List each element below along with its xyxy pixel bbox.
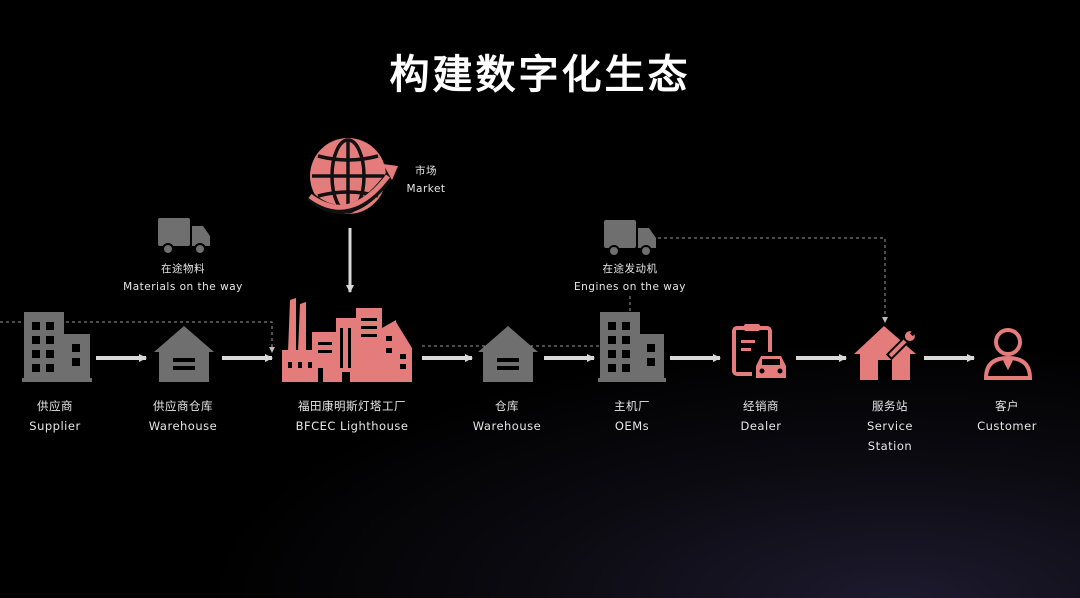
node-label-en: BFCEC Lighthouse — [295, 419, 409, 433]
node-supplier: 供应商 Supplier — [10, 396, 100, 436]
node-label-en: OEMs — [614, 419, 650, 433]
market-label-en: Market — [406, 183, 446, 195]
truck-icon — [604, 220, 656, 257]
node-label-en-line2: Station — [867, 439, 913, 453]
node-label-en: Warehouse — [148, 419, 218, 433]
node-customer: 客户 Customer — [962, 396, 1052, 436]
service-house-icon — [854, 326, 917, 380]
node-label-cn: 供应商仓库 — [153, 399, 213, 413]
node-dealer: 经销商 Dealer — [716, 396, 806, 436]
warehouse-icon — [478, 326, 538, 382]
node-oems: 主机厂 OEMs — [587, 396, 677, 436]
transit-materials-cn: 在途物料 — [161, 263, 205, 275]
node-label-cn: 福田康明斯灯塔工厂 — [298, 399, 406, 413]
customer-icon — [983, 328, 1033, 380]
truck-icon — [158, 218, 210, 255]
node-label-en: Customer — [977, 419, 1037, 433]
node-warehouse: 仓库 Warehouse — [462, 396, 552, 436]
node-label-en: Dealer — [740, 419, 782, 433]
page-title: 构建数字化生态 — [389, 52, 691, 98]
node-label-cn: 供应商 — [37, 399, 73, 413]
node-service-station: 服务站 Service Station — [845, 396, 935, 456]
warehouse-icon — [154, 326, 214, 382]
node-label-cn: 经销商 — [743, 399, 779, 413]
node-label-cn: 主机厂 — [614, 399, 650, 413]
solid-arrows — [96, 228, 975, 362]
globe-arrow-icon — [306, 138, 398, 214]
node-label-en: Warehouse — [472, 419, 542, 433]
factory-icon — [282, 298, 412, 382]
market-label-cn: 市场 — [415, 165, 437, 177]
transit-materials-label: 在途物料 Materials on the way — [113, 260, 253, 296]
transit-engines-label: 在途发动机 Engines on the way — [560, 260, 700, 296]
node-label-cn: 客户 — [995, 399, 1019, 413]
dealer-icon — [732, 324, 790, 380]
building-icon — [22, 312, 92, 382]
transit-engines-en: Engines on the way — [573, 281, 687, 293]
dashed-materials-line — [0, 321, 275, 353]
node-label-en: Supplier — [29, 419, 81, 433]
transit-engines-cn: 在途发动机 — [602, 263, 658, 275]
building-icon — [598, 312, 666, 382]
node-label-en: Service — [866, 419, 913, 433]
dashed-service-line — [658, 237, 888, 323]
node-supplier-warehouse: 供应商仓库 Warehouse — [133, 396, 233, 436]
node-bfcec-lighthouse: 福田康明斯灯塔工厂 BFCEC Lighthouse — [282, 396, 422, 436]
node-label-cn: 仓库 — [495, 399, 519, 413]
market-label: 市场 Market — [396, 162, 456, 198]
transit-materials-en: Materials on the way — [123, 281, 243, 293]
node-label-cn: 服务站 — [872, 399, 908, 413]
